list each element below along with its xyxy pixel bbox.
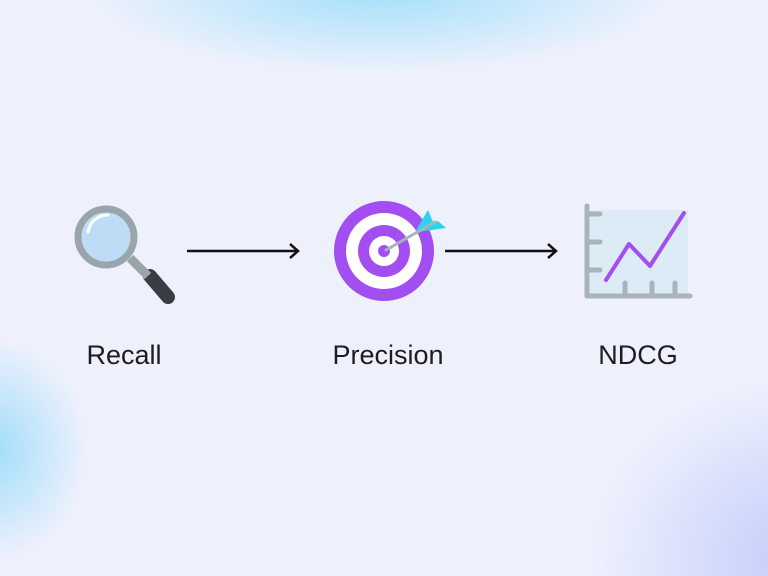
arrow-icon	[445, 243, 558, 259]
step-label-recall: Recall	[86, 340, 162, 370]
target-icon	[334, 201, 446, 301]
arrow-icon	[187, 243, 300, 259]
line-chart-icon	[584, 203, 693, 299]
step-label-ndcg: NDCG	[598, 340, 678, 370]
magnifying-glass-icon	[74, 205, 175, 304]
step-label-precision: Precision	[332, 340, 444, 370]
